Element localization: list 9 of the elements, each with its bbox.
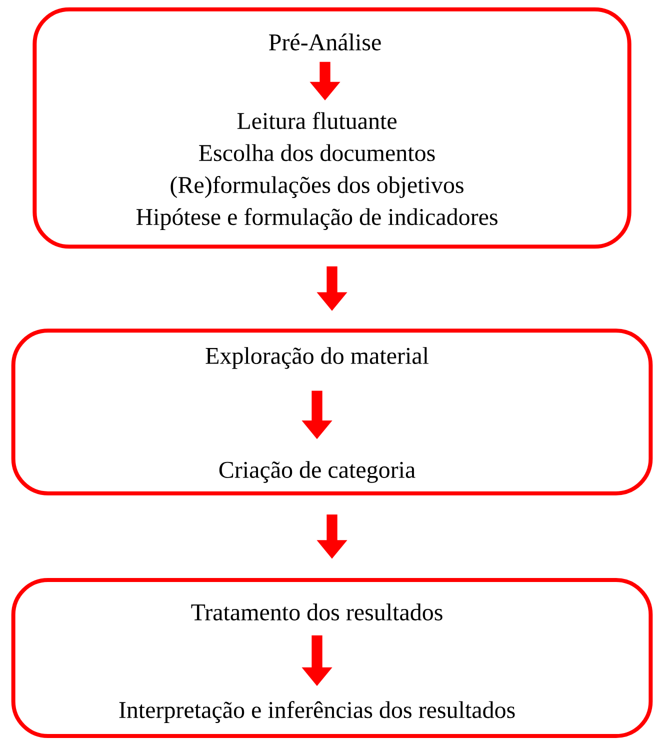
step-text: Tratamento dos resultados [191, 604, 442, 620]
rounded-box [32, 7, 632, 249]
step-text: Leitura flutuante Escolha dos documentos (Re)formulações dos objetivos Hipótese e formulação de indicadores [136, 112, 498, 230]
step-text: Pré-Análise [269, 34, 381, 50]
rounded-box [11, 328, 653, 496]
step-text: Interpretação e inferências dos resultados [119, 701, 515, 723]
step-text: Exploração do material [206, 347, 429, 369]
step-text: Criação de categoria [219, 461, 416, 483]
rounded-box [11, 578, 653, 738]
